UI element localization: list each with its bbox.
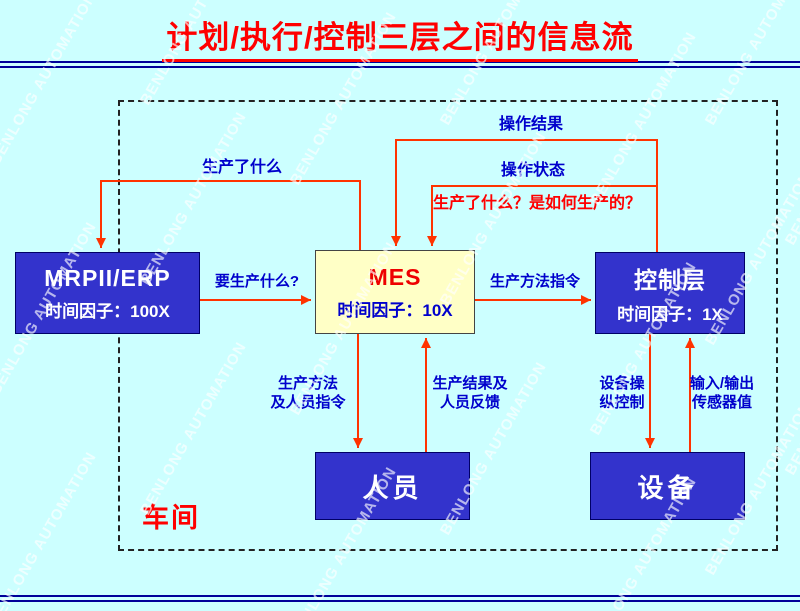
divider-bottom-line-2 xyxy=(0,600,800,602)
label-production-method-order: 生产方法指令 xyxy=(489,273,581,290)
divider-top-line-1 xyxy=(0,61,800,63)
equipment-box: 设备 xyxy=(590,452,745,520)
label-method-personnel-order-line1: 生产方法 xyxy=(277,375,339,392)
label-io-sensor-values-line1: 输入/输出 xyxy=(689,375,755,392)
label-result-personnel-feedback: 生产结果及 人员反馈 xyxy=(432,374,507,412)
control-layer-box-time-factor: 时间因子：1X xyxy=(617,305,723,324)
personnel-box-name: 人员 xyxy=(362,472,423,503)
label-equipment-control-line2: 纵控制 xyxy=(599,394,645,411)
label-method-personnel-order-line2: 及人员指令 xyxy=(270,394,346,411)
divider-top-line-2 xyxy=(0,66,800,68)
label-equipment-control-line1: 设备操 xyxy=(599,375,645,392)
equipment-box-name: 设备 xyxy=(637,472,698,503)
label-what-and-how-produced: 生产了什么？是如何生产的？ xyxy=(432,195,642,212)
page-title-text: 计划/执行/控制三层之间的信息流 xyxy=(162,12,638,62)
control-layer-box-name: 控制层 xyxy=(634,267,706,293)
watermark-text: BENLONG AUTOMATION xyxy=(0,448,101,611)
label-equipment-control: 设备操 纵控制 xyxy=(599,374,644,412)
mrpii-erp-box: MRPII/ERP 时间因子：100X xyxy=(15,252,200,334)
watermark-text: BENLONG AUTOMATION xyxy=(781,299,800,479)
label-operation-result: 操作结果 xyxy=(498,116,564,133)
label-method-personnel-order: 生产方法 及人员指令 xyxy=(270,374,345,412)
divider-bottom-line-1 xyxy=(0,595,800,597)
watermark-text: BENLONG AUTOMATION xyxy=(781,69,800,249)
label-operation-status: 操作状态 xyxy=(500,162,566,179)
mes-box: MES 时间因子：10X xyxy=(315,250,475,334)
mes-box-name: MES xyxy=(368,263,422,290)
control-layer-box: 控制层 时间因子：1X xyxy=(595,252,745,334)
mrpii-erp-box-name: MRPII/ERP xyxy=(44,264,171,291)
label-result-personnel-feedback-line1: 生产结果及 xyxy=(432,375,508,392)
workshop-label: 车间 xyxy=(142,503,200,533)
label-result-personnel-feedback-line2: 人员反馈 xyxy=(439,394,501,411)
label-io-sensor-values-line2: 传感器值 xyxy=(691,394,753,411)
personnel-box: 人员 xyxy=(315,452,470,520)
mrpii-erp-box-time-factor: 时间因子：100X xyxy=(45,301,170,321)
label-what-was-produced: 生产了什么 xyxy=(201,159,283,176)
label-what-to-produce: 要生产什么? xyxy=(214,273,300,290)
page-title: 计划/执行/控制三层之间的信息流 xyxy=(0,12,800,62)
label-io-sensor-values: 输入/输出 传感器值 xyxy=(690,374,754,412)
mes-box-time-factor: 时间因子：10X xyxy=(337,300,453,320)
